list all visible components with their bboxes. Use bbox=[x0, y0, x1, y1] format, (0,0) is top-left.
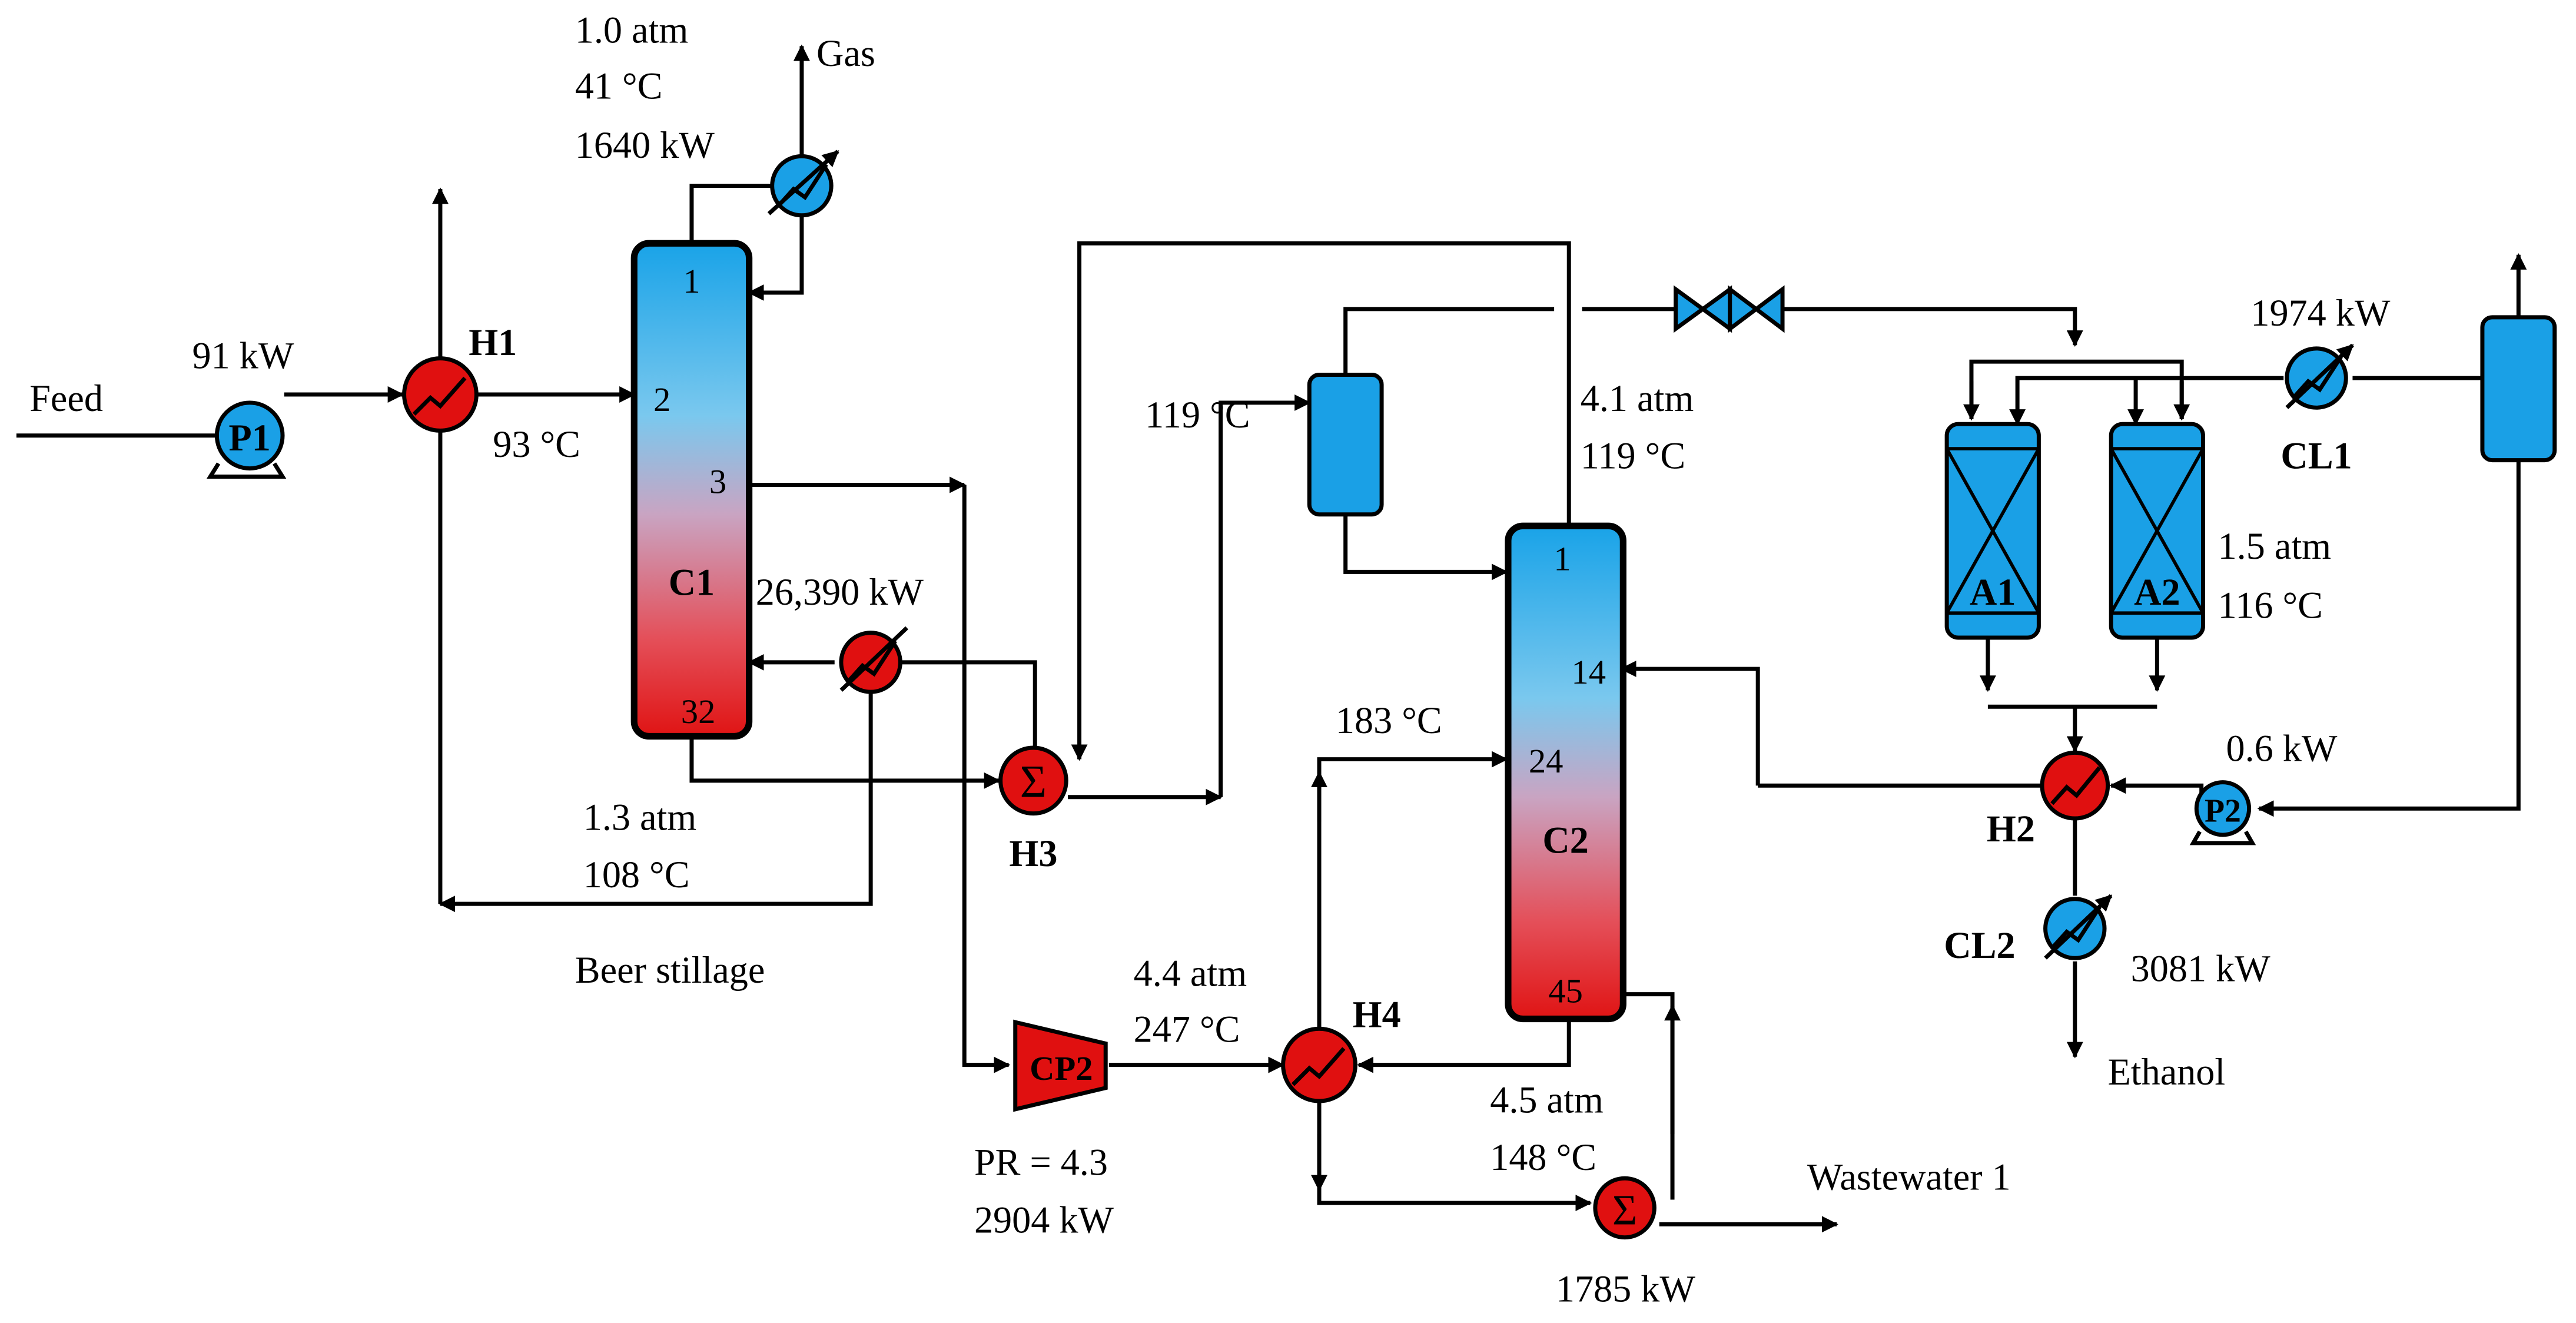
c1-bottom-pressure-label: 1.3 atm bbox=[583, 797, 696, 838]
c1-stage-label: 2 bbox=[653, 380, 670, 419]
stream-gas-label: Gas bbox=[816, 32, 875, 74]
c1-overhead-line bbox=[689, 184, 772, 244]
h4-to-c2-line bbox=[1317, 751, 1508, 1027]
c2-stage-label: 45 bbox=[1548, 972, 1583, 1010]
valve bbox=[1674, 285, 1785, 333]
flash-vapor-line bbox=[1343, 307, 1555, 375]
unit-c1-label: C1 bbox=[669, 561, 715, 603]
c2-stage-label: 24 bbox=[1529, 742, 1563, 780]
process-lines bbox=[16, 44, 2527, 1233]
c2-feed14-line bbox=[1619, 661, 1760, 786]
c2-feed-temp-label: 183 °C bbox=[1336, 699, 1442, 741]
condenser-c1 bbox=[767, 150, 839, 218]
pump-p1 bbox=[206, 400, 287, 479]
flash-inlet-line bbox=[1219, 394, 1312, 797]
heat-exchanger-h4 bbox=[1281, 1026, 1357, 1103]
adsorber-pressure-label: 1.5 atm bbox=[2218, 525, 2331, 567]
drum-liquid-line bbox=[2257, 460, 2521, 817]
c2-stage-label: 14 bbox=[1571, 653, 1606, 691]
unit-cl1-label: CL1 bbox=[2280, 435, 2352, 477]
unit-h3-label: H3 bbox=[1009, 833, 1057, 874]
flash-liquid-line bbox=[1343, 514, 1508, 581]
c1-reboiler-vertical-line bbox=[439, 690, 873, 913]
cl1-duty-label: 1974 kW bbox=[2250, 292, 2390, 334]
cp2-pressure-label: 4.4 atm bbox=[1134, 953, 1247, 994]
heat-exchanger-h1 bbox=[402, 356, 479, 433]
wastewater-cooler: Σ bbox=[1593, 1176, 1657, 1240]
cl1-to-adsorber-line bbox=[2009, 376, 2284, 426]
cl2-duty-label: 3081 kW bbox=[2131, 947, 2270, 989]
column-c1 bbox=[630, 240, 753, 740]
c2-bottom-line bbox=[1357, 1019, 1571, 1073]
pump-p2 bbox=[2189, 780, 2256, 845]
p2-power-label: 0.6 kW bbox=[2226, 727, 2338, 769]
c2-bottom-pressure-label: 4.5 atm bbox=[1490, 1079, 1603, 1121]
c1-stage-label: 3 bbox=[709, 462, 726, 500]
separator-drum bbox=[2480, 315, 2557, 463]
flash-temp-label: 119 °C bbox=[1145, 394, 1250, 436]
c1-bottom-line bbox=[689, 736, 1001, 789]
stream-feed-label: Feed bbox=[29, 377, 103, 419]
heat-exchanger-h2 bbox=[2040, 750, 2110, 821]
column-c2 bbox=[1505, 522, 1626, 1023]
stream-stillage-label: Beer stillage bbox=[575, 949, 765, 991]
c2-overhead-line bbox=[1071, 241, 1571, 761]
reboiler-c1 bbox=[839, 626, 908, 694]
c1-reboiler-duty-label: 26,390 kW bbox=[756, 571, 924, 613]
c1-bottom-temp-label: 108 °C bbox=[583, 854, 690, 896]
svg-text:Σ: Σ bbox=[1020, 756, 1047, 807]
ww-cooler-duty-label: 1785 kW bbox=[1556, 1268, 1695, 1310]
unit-p1-label: P1 bbox=[229, 417, 271, 459]
c2-top-temp-label: 119 °C bbox=[1581, 435, 1685, 477]
unit-h1-label: H1 bbox=[469, 321, 517, 363]
cp2-power-label: 2904 kW bbox=[974, 1199, 1114, 1241]
c1-condenser-duty-label: 1640 kW bbox=[575, 124, 715, 166]
cp2-pr-label: PR = 4.3 bbox=[974, 1142, 1108, 1183]
flash-drum bbox=[1307, 373, 1384, 517]
cp2-temp-label: 247 °C bbox=[1134, 1009, 1240, 1050]
c1-reflux-line bbox=[747, 214, 804, 301]
p1-power-label: 91 kW bbox=[192, 334, 294, 376]
unit-a1-label: A1 bbox=[1970, 571, 2016, 613]
c2-bottom-temp-label: 148 °C bbox=[1490, 1136, 1596, 1178]
h1-temp-label: 93 °C bbox=[493, 423, 580, 465]
unit-h2-label: H2 bbox=[1987, 808, 2035, 850]
unit-a2-label: A2 bbox=[2134, 571, 2180, 613]
adsorber-a2 bbox=[2109, 422, 2205, 640]
adsorber-inlet-header bbox=[1969, 359, 2184, 419]
cooler-cl1 bbox=[2285, 343, 2354, 410]
c1-top-temp-label: 41 °C bbox=[575, 65, 663, 107]
adsorber-temp-label: 116 °C bbox=[2218, 585, 2323, 626]
c2-top-pressure-label: 4.1 atm bbox=[1581, 377, 1694, 419]
unit-cp2-label: CP2 bbox=[1030, 1049, 1093, 1087]
unit-h4-label: H4 bbox=[1353, 993, 1401, 1035]
adsorber-a1 bbox=[1944, 422, 2041, 640]
p2-to-h2-line bbox=[2109, 777, 2204, 809]
stream-ethanol-label: Ethanol bbox=[2108, 1051, 2226, 1093]
c1-stage-label: 1 bbox=[683, 262, 700, 300]
c2-stage-label: 1 bbox=[1553, 540, 1571, 578]
c1-stage-label: 32 bbox=[681, 692, 716, 731]
unit-c2-label: C2 bbox=[1542, 820, 1588, 861]
stream-wastewater-label: Wastewater 1 bbox=[1807, 1156, 2011, 1198]
unit-p2-label: P2 bbox=[2205, 793, 2241, 830]
svg-text:Σ: Σ bbox=[1612, 1186, 1637, 1234]
unit-cl2-label: CL2 bbox=[1944, 924, 2015, 966]
compressor-cp2 bbox=[1013, 1019, 1108, 1112]
c1-top-pressure-label: 1.0 atm bbox=[575, 9, 688, 51]
heat-exchanger-h3: Σ bbox=[998, 745, 1068, 816]
cooler-cl2 bbox=[2043, 894, 2113, 960]
valve-out-line bbox=[1782, 307, 2083, 347]
ww-reboil-line bbox=[1621, 992, 1675, 1200]
c1-reboiler-return-line bbox=[895, 660, 1037, 756]
to-cp2-line bbox=[962, 485, 1011, 1073]
